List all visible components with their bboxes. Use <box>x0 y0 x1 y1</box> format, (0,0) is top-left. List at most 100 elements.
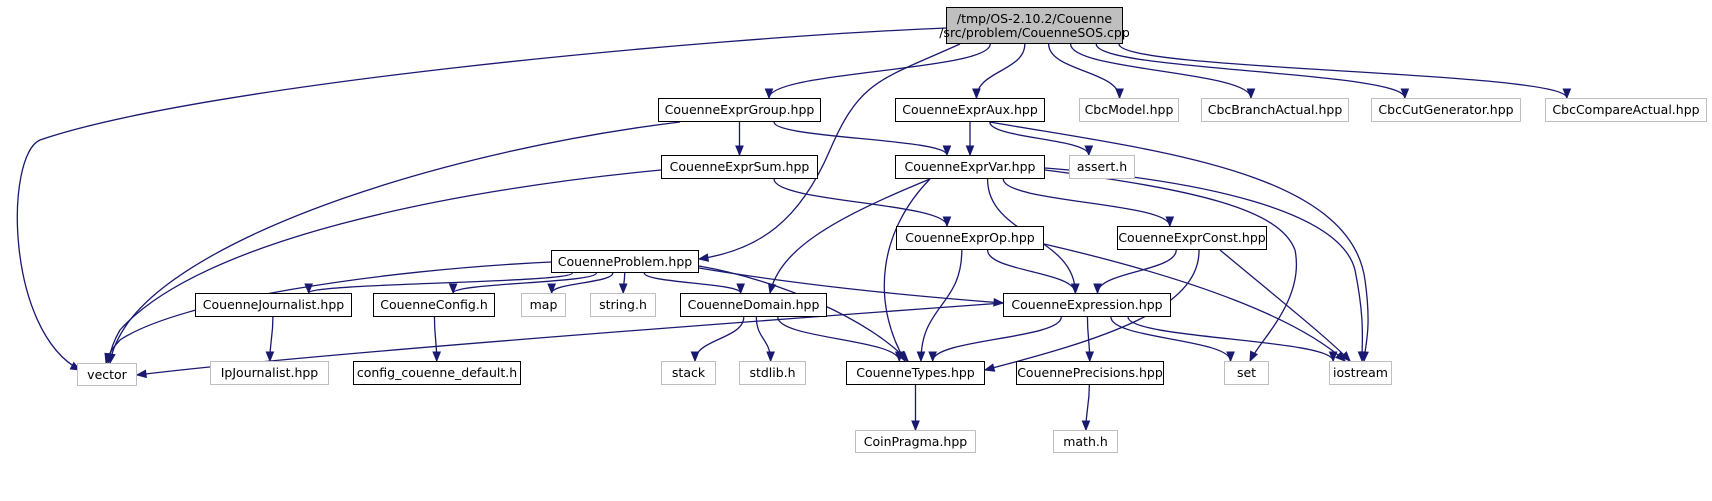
node-label: set <box>1236 365 1257 380</box>
arrowhead-precisions <box>1085 351 1095 363</box>
node-label: CbcCutGenerator.hpp <box>1378 102 1514 117</box>
node-label: CoinPragma.hpp <box>863 433 968 449</box>
node-label: CouenneJournalist.hpp <box>202 297 345 312</box>
edge-var-to-const <box>1002 178 1171 227</box>
arrowhead-coinpragma <box>911 420 920 432</box>
node-group[interactable]: CouenneExprGroup.hpp <box>658 98 821 122</box>
node-domain[interactable]: CouenneDomain.hpp <box>680 293 827 317</box>
node-cbccompare: CbcCompareActual.hpp <box>1545 98 1707 122</box>
edge-expression-to-iostream <box>1127 316 1334 362</box>
node-configdefault[interactable]: config_couenne_default.h <box>353 361 521 385</box>
node-label: CbcCompareActual.hpp <box>1552 102 1700 117</box>
arrowhead-expression <box>1093 283 1102 295</box>
node-label: CouenneExprAux.hpp <box>902 102 1038 117</box>
node-label: /tmp/OS-2.10.2/Couenne <box>956 10 1113 26</box>
node-expression[interactable]: CouenneExpression.hpp <box>1003 293 1171 317</box>
node-label: CouenneDomain.hpp <box>687 297 820 312</box>
arrowhead-types <box>894 351 904 363</box>
node-aux[interactable]: CouenneExprAux.hpp <box>895 98 1045 122</box>
edge-group-to-var <box>773 121 948 156</box>
arrowhead-var <box>942 145 952 157</box>
edge-aux-to-iostream <box>989 121 1369 362</box>
arrowhead-cbccut <box>1400 88 1410 100</box>
node-vector: vector <box>77 363 137 386</box>
edge-var-to-types <box>883 178 931 362</box>
arrowhead-sum <box>735 145 744 157</box>
node-math: math.h <box>1053 430 1118 453</box>
node-cbcbranch: CbcBranchActual.hpp <box>1201 98 1349 122</box>
edge-var-to-domain <box>769 178 931 294</box>
arrowhead-config <box>448 283 458 295</box>
node-precisions[interactable]: CouennePrecisions.hpp <box>1016 361 1164 385</box>
node-coinpragma: CoinPragma.hpp <box>855 430 976 453</box>
node-label: CouenneExprOp.hpp <box>905 230 1035 245</box>
arrowhead-vector <box>104 352 113 365</box>
node-cbccut: CbcCutGenerator.hpp <box>1371 98 1521 122</box>
edge-expression-to-set <box>1110 316 1232 362</box>
edge-root-to-cbcmodel <box>1048 43 1121 99</box>
arrowhead-cbcmodel <box>1115 88 1124 100</box>
arrowhead-set <box>1249 350 1259 363</box>
arrowhead-cbcbranch <box>1246 88 1256 100</box>
node-stack: stack <box>661 361 716 385</box>
node-const[interactable]: CouenneExprConst.hpp <box>1117 226 1267 250</box>
arrowhead-group <box>764 88 774 100</box>
node-label: CouenneExprVar.hpp <box>904 159 1036 174</box>
node-label: CouenneConfig.h <box>380 297 488 312</box>
arrowhead-iostream <box>1328 351 1338 363</box>
node-label: /src/problem/CouenneSOS.cpp <box>939 24 1130 40</box>
node-ipjournalist: IpJournalist.hpp <box>210 361 329 385</box>
node-label: stack <box>671 365 706 380</box>
node-config[interactable]: CouenneConfig.h <box>373 293 495 317</box>
edge-root-to-group <box>768 43 991 99</box>
arrowhead-configdefault <box>432 351 442 363</box>
node-string: string.h <box>590 293 656 317</box>
node-label: CouennePrecisions.hpp <box>1017 365 1163 380</box>
edge-root-to-cbcbranch <box>1069 43 1252 99</box>
node-label: CbcModel.hpp <box>1084 102 1174 117</box>
arrowhead-op <box>942 216 952 228</box>
node-label: CouenneTypes.hpp <box>856 365 975 380</box>
node-label: CouenneExpression.hpp <box>1011 297 1163 312</box>
node-label: CouenneProblem.hpp <box>557 253 693 269</box>
node-label: CouenneExprConst.hpp <box>1118 230 1266 245</box>
edge-const-to-types <box>984 249 1200 371</box>
arrowhead-aux <box>972 88 981 100</box>
node-problem[interactable]: CouenneProblem.hpp <box>551 250 699 273</box>
arrowhead-assert <box>1084 145 1094 157</box>
edge-root-to-cbccompare <box>1118 43 1568 99</box>
arrowhead-journalist <box>304 283 313 295</box>
arrowhead-types <box>916 351 926 363</box>
arrowhead-cbccompare <box>1562 88 1572 100</box>
node-label: map <box>529 297 558 312</box>
arrowhead-set <box>1226 351 1235 363</box>
arrowhead-stack <box>690 351 700 363</box>
edge-var-to-iostream <box>1044 167 1364 362</box>
node-op[interactable]: CouenneExprOp.hpp <box>896 226 1044 250</box>
node-types[interactable]: CouenneTypes.hpp <box>846 361 985 385</box>
node-journalist[interactable]: CouenneJournalist.hpp <box>195 293 352 317</box>
arrowhead-types <box>983 363 996 372</box>
node-label: string.h <box>599 297 647 312</box>
edge-expression-to-types <box>932 316 1062 362</box>
node-iostream: iostream <box>1329 361 1392 385</box>
node-root[interactable]: /tmp/OS-2.10.2/Couenne/src/problem/Couen… <box>939 7 1130 44</box>
node-sum[interactable]: CouenneExprSum.hpp <box>661 155 818 179</box>
arrowhead-types <box>928 351 937 363</box>
arrowhead-map <box>547 283 556 295</box>
node-var[interactable]: CouenneExprVar.hpp <box>895 155 1045 179</box>
edge-domain-to-types <box>777 316 900 362</box>
node-label: CbcBranchActual.hpp <box>1207 102 1343 117</box>
arrowhead-domain <box>736 283 745 295</box>
arrowhead-string <box>618 283 628 295</box>
node-stdlib: stdlib.h <box>739 361 806 385</box>
arrowhead-ipjournalist <box>265 351 275 363</box>
node-label: vector <box>87 366 127 382</box>
arrowhead-const <box>1165 216 1175 228</box>
node-label: config_couenne_default.h <box>356 365 518 380</box>
node-label: CouenneExprGroup.hpp <box>664 102 815 117</box>
arrowhead-problem <box>697 253 710 262</box>
edge-op-to-iostream <box>1043 243 1346 362</box>
edge-root-to-vector <box>16 27 947 371</box>
edge-problem-to-expression <box>698 267 1004 304</box>
